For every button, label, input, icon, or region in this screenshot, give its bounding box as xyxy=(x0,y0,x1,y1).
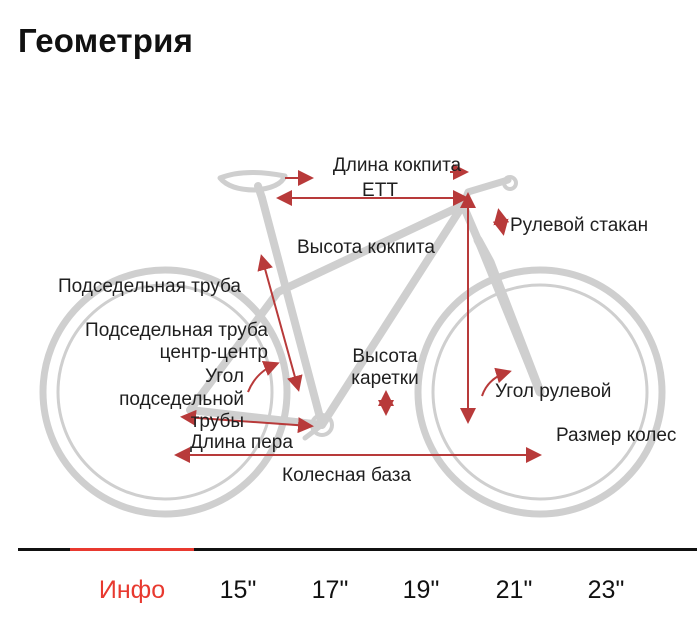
seat-tube-arrow xyxy=(257,254,303,392)
label-chainstay: Длина пера xyxy=(190,432,293,453)
label-head-tube: Рулевой стакан xyxy=(510,215,649,236)
tab-size-17[interactable]: 17" xyxy=(311,576,349,604)
bike-geometry-diagram xyxy=(39,164,666,518)
label-seat-angle-1: Угол xyxy=(205,366,244,387)
dimension-arrows xyxy=(174,164,542,463)
label-seat-tube-cc-2: центр-центр xyxy=(159,342,268,363)
tab-info[interactable]: Инфо xyxy=(98,576,166,604)
label-wheel-size: Размер колес xyxy=(556,425,677,446)
seat-angle-arc xyxy=(247,361,280,393)
label-seat-angle-2: подседельной xyxy=(119,389,244,410)
tab-size-23[interactable]: 23" xyxy=(587,576,625,604)
tab-size-19[interactable]: 19" xyxy=(402,576,440,604)
head-tube-arrow xyxy=(492,208,510,236)
tab-divider xyxy=(18,548,697,551)
size-tab-bar: Инфо 15" 17" 19" 21" 23" xyxy=(18,548,697,643)
tab-size-21[interactable]: 21" xyxy=(495,576,533,604)
front-wheel xyxy=(414,266,666,518)
head-angle-arc xyxy=(481,367,512,397)
tab-size-15[interactable]: 15" xyxy=(219,576,257,604)
active-tab-indicator xyxy=(70,548,194,551)
label-cockpit-height: Высота кокпита xyxy=(297,237,435,258)
page-title: Геометрия xyxy=(18,22,194,59)
label-ett: ETT xyxy=(362,180,398,201)
rear-wheel xyxy=(39,266,291,518)
label-seat-tube-cc-1: Подседельная труба xyxy=(85,320,268,341)
chainstay-arrow xyxy=(180,409,314,434)
label-seat-tube: Подседельная труба xyxy=(58,276,241,297)
label-bb-height-1: Высота xyxy=(352,346,418,367)
saddle xyxy=(217,169,288,193)
label-bb-height-2: каретки xyxy=(351,368,419,389)
label-cockpit-length: Длина кокпита xyxy=(332,155,462,176)
label-wheelbase: Колесная база xyxy=(282,465,412,486)
label-head-angle: Угол рулевой xyxy=(495,381,612,402)
label-seat-angle-3: трубы xyxy=(190,411,244,432)
bike-outline xyxy=(39,169,666,518)
